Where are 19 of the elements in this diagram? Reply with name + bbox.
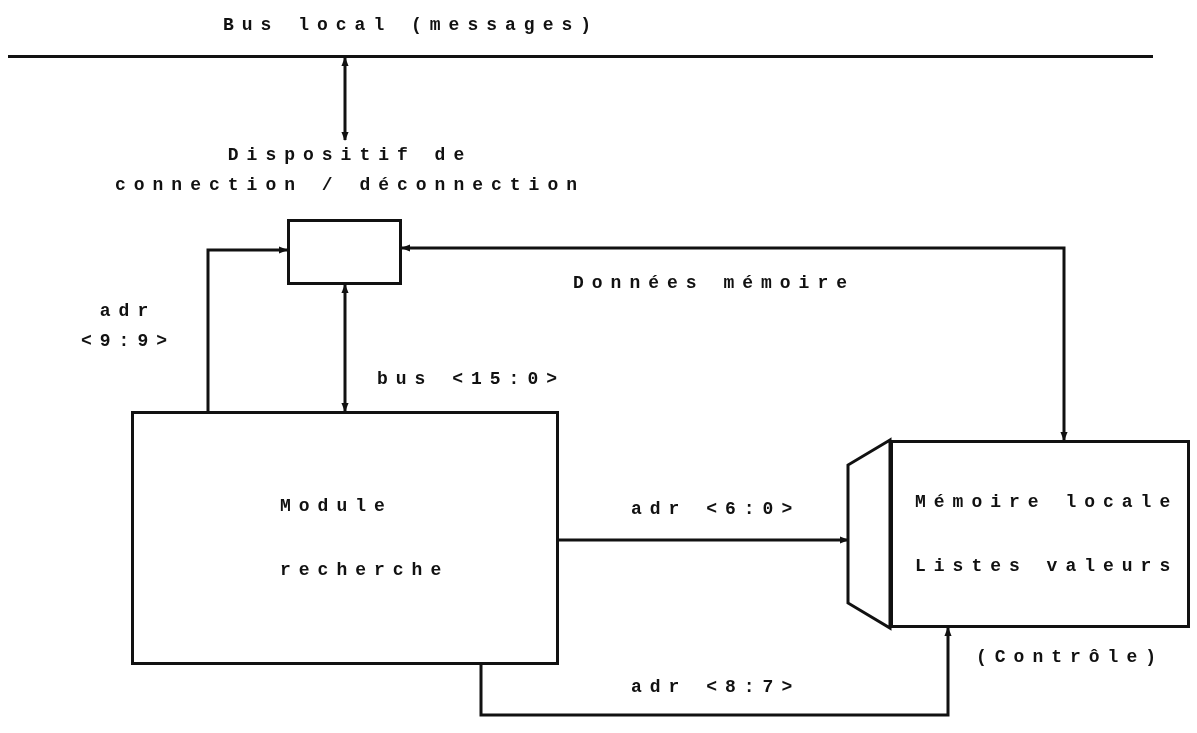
- connector-arrow: [401, 244, 1068, 441]
- edge-label: Données mémoire: [573, 272, 856, 295]
- module-text: Mémoire locale: [914, 491, 1180, 514]
- edge-label: adr <8:7>: [631, 676, 801, 699]
- device-heading: Dispositif de connection / déconnection: [113, 144, 586, 197]
- connector-arrow: [206, 246, 288, 411]
- module-text: Module: [279, 495, 394, 518]
- edge-label: adr <6:0>: [631, 498, 801, 521]
- connector-arrow: [341, 57, 349, 141]
- connector-arrow: [559, 536, 849, 544]
- module-text: recherche: [279, 559, 451, 582]
- module-box: [131, 411, 559, 665]
- connector-arrow: [479, 627, 952, 717]
- module-text: Listes valeurs: [914, 555, 1180, 578]
- bus-label: Bus local (messages): [223, 14, 601, 37]
- connector-arrow: [341, 284, 349, 412]
- edge-label: bus <15:0>: [377, 368, 566, 391]
- node-caption: (Contrôle): [976, 646, 1165, 669]
- edge-label: adr <9:9>: [80, 300, 176, 353]
